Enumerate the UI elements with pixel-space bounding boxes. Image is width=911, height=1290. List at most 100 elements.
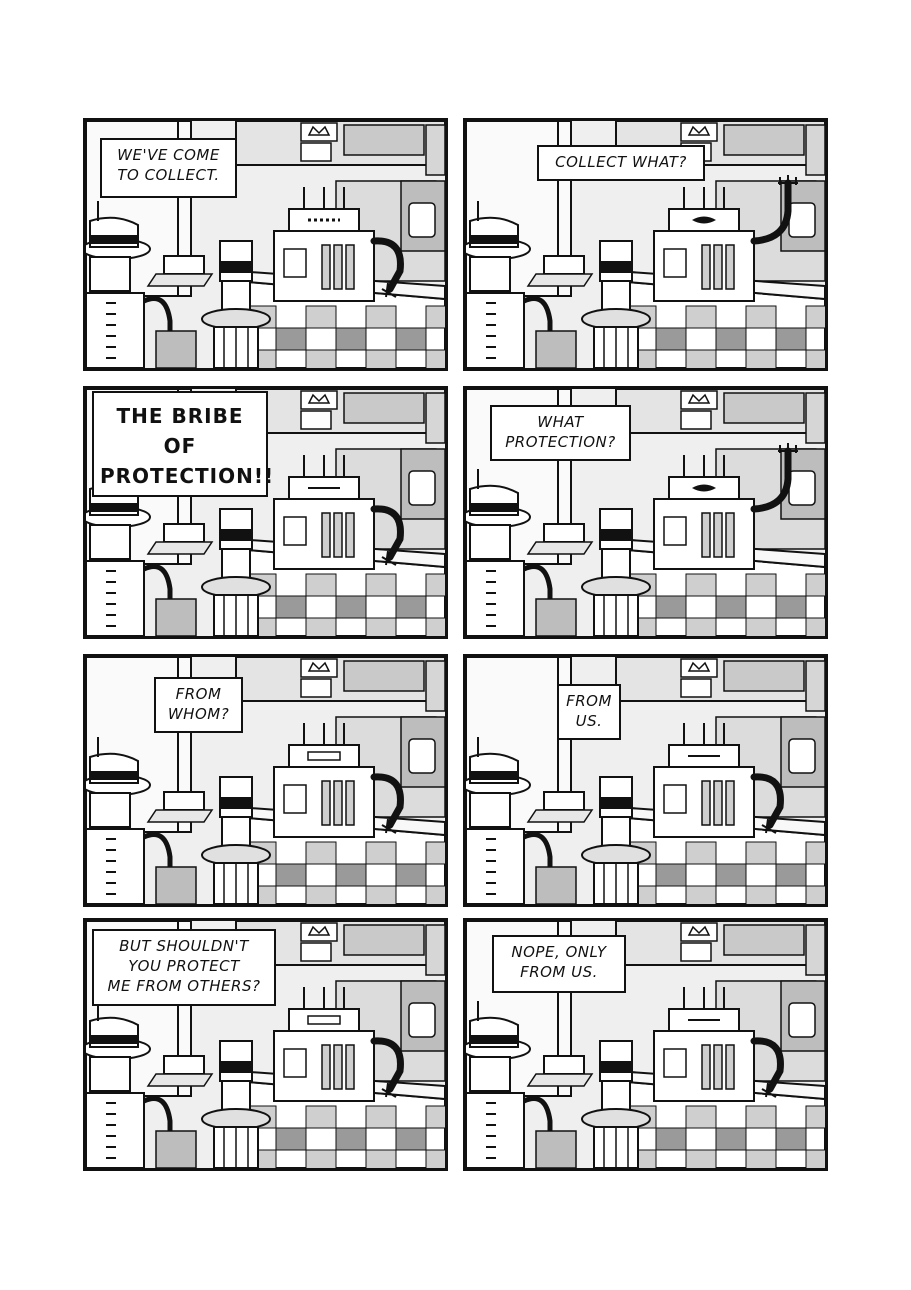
fedora-coat [86,1092,145,1168]
machine-panel [663,784,687,814]
crown-icon [307,393,331,404]
fedora-arm [142,832,173,904]
tape-dispenser [408,202,436,238]
shadow-figure [535,598,577,636]
machine-slot [321,512,331,558]
machine-arm [370,505,404,561]
machine-slot [321,780,331,826]
shadow-figure [535,1130,577,1168]
counter-tile [425,573,445,597]
machine-claw [381,550,397,566]
fedora-head [89,256,131,292]
counter-tile [805,841,825,865]
machine-slot [321,244,331,290]
fedora-head [469,792,511,828]
machine-slot [713,780,723,826]
shelf-box [723,124,805,156]
counter-tile [395,1127,427,1151]
machine-panel [283,248,307,278]
counter-tile [425,305,445,329]
machine-slot [701,512,711,558]
machine-slot [321,1044,331,1090]
box-tray [526,273,594,287]
machine-arm [370,1037,404,1093]
tape-dispenser [788,470,816,506]
fedora-arm [522,296,553,368]
counter-tile [365,1149,397,1168]
machine-claw [381,818,397,834]
machine-slot [725,780,735,826]
hat-band [600,797,632,809]
crown-icon [307,925,331,936]
machine-slot [725,244,735,290]
counter-tile [805,1149,825,1168]
machine-slot [345,512,355,558]
shelf-box [425,392,445,444]
hat-band [600,529,632,541]
counter-tile [335,595,367,619]
counter-tile [395,327,427,351]
comic-panel-3: THE BRIBE OF PROTECTION!! [83,386,448,639]
counter-tile [365,573,397,597]
tape-dispenser [408,470,436,506]
shadow-figure [155,598,197,636]
machine-panel [283,516,307,546]
counter-tile [365,1105,397,1129]
fedora-arm [522,1096,553,1168]
counter-tile [395,595,427,619]
comic-panel-2: COLLECT WHAT? [463,118,828,371]
counter-tile [745,841,777,865]
box-tray [146,273,214,287]
counter-tile [365,841,397,865]
machine-slot [333,244,343,290]
box-e [300,678,332,698]
counter-tile [425,617,445,636]
speech-bubble: WE'VE COME TO COLLECT. [100,138,237,198]
counter-tile [685,1105,717,1129]
bribe-box [163,791,205,811]
fedora-band [470,235,518,244]
counter-tile [275,595,307,619]
fedora-arm [522,832,553,904]
tophat-head [221,1080,251,1114]
counter-tile [775,1127,807,1151]
fedora-arm [142,1096,173,1168]
fedora-arm [142,564,173,636]
speech-bubble: COLLECT WHAT? [537,145,705,181]
counter-tile [655,595,687,619]
shelf-box [805,124,825,176]
crown-icon [687,125,711,136]
tophat-head [601,280,631,314]
fedora-arm [142,296,173,368]
counter-tile [805,305,825,329]
counter-tile [685,841,717,865]
fedora-coat [86,560,145,636]
counter-tile [685,617,717,636]
box-e [300,942,332,962]
tape-dispenser [788,202,816,238]
tape-dispenser [408,1002,436,1038]
counter-tile [745,1105,777,1129]
shelf-box [805,660,825,712]
counter-tile [425,841,445,865]
shelf-box [343,924,425,956]
machine-panel [663,1048,687,1078]
machine-slot [713,512,723,558]
counter-tile [655,863,687,887]
counter-tile [425,1105,445,1129]
fedora-head [469,524,511,560]
machine-slot [701,780,711,826]
machine-claw [381,282,397,298]
speech-bubble: BUT SHOULDN'T YOU PROTECT ME FROM OTHERS… [92,929,276,1006]
machine-claw [761,1082,777,1098]
shelf-box [805,924,825,976]
counter-tile [715,1127,747,1151]
fedora-band [470,503,518,512]
counter-tile [335,863,367,887]
tape-dispenser [408,738,436,774]
panel-scene [466,921,825,1168]
box-tray [526,541,594,555]
fedora-head [89,1056,131,1092]
bribe-box [163,523,205,543]
counter-tile [275,327,307,351]
